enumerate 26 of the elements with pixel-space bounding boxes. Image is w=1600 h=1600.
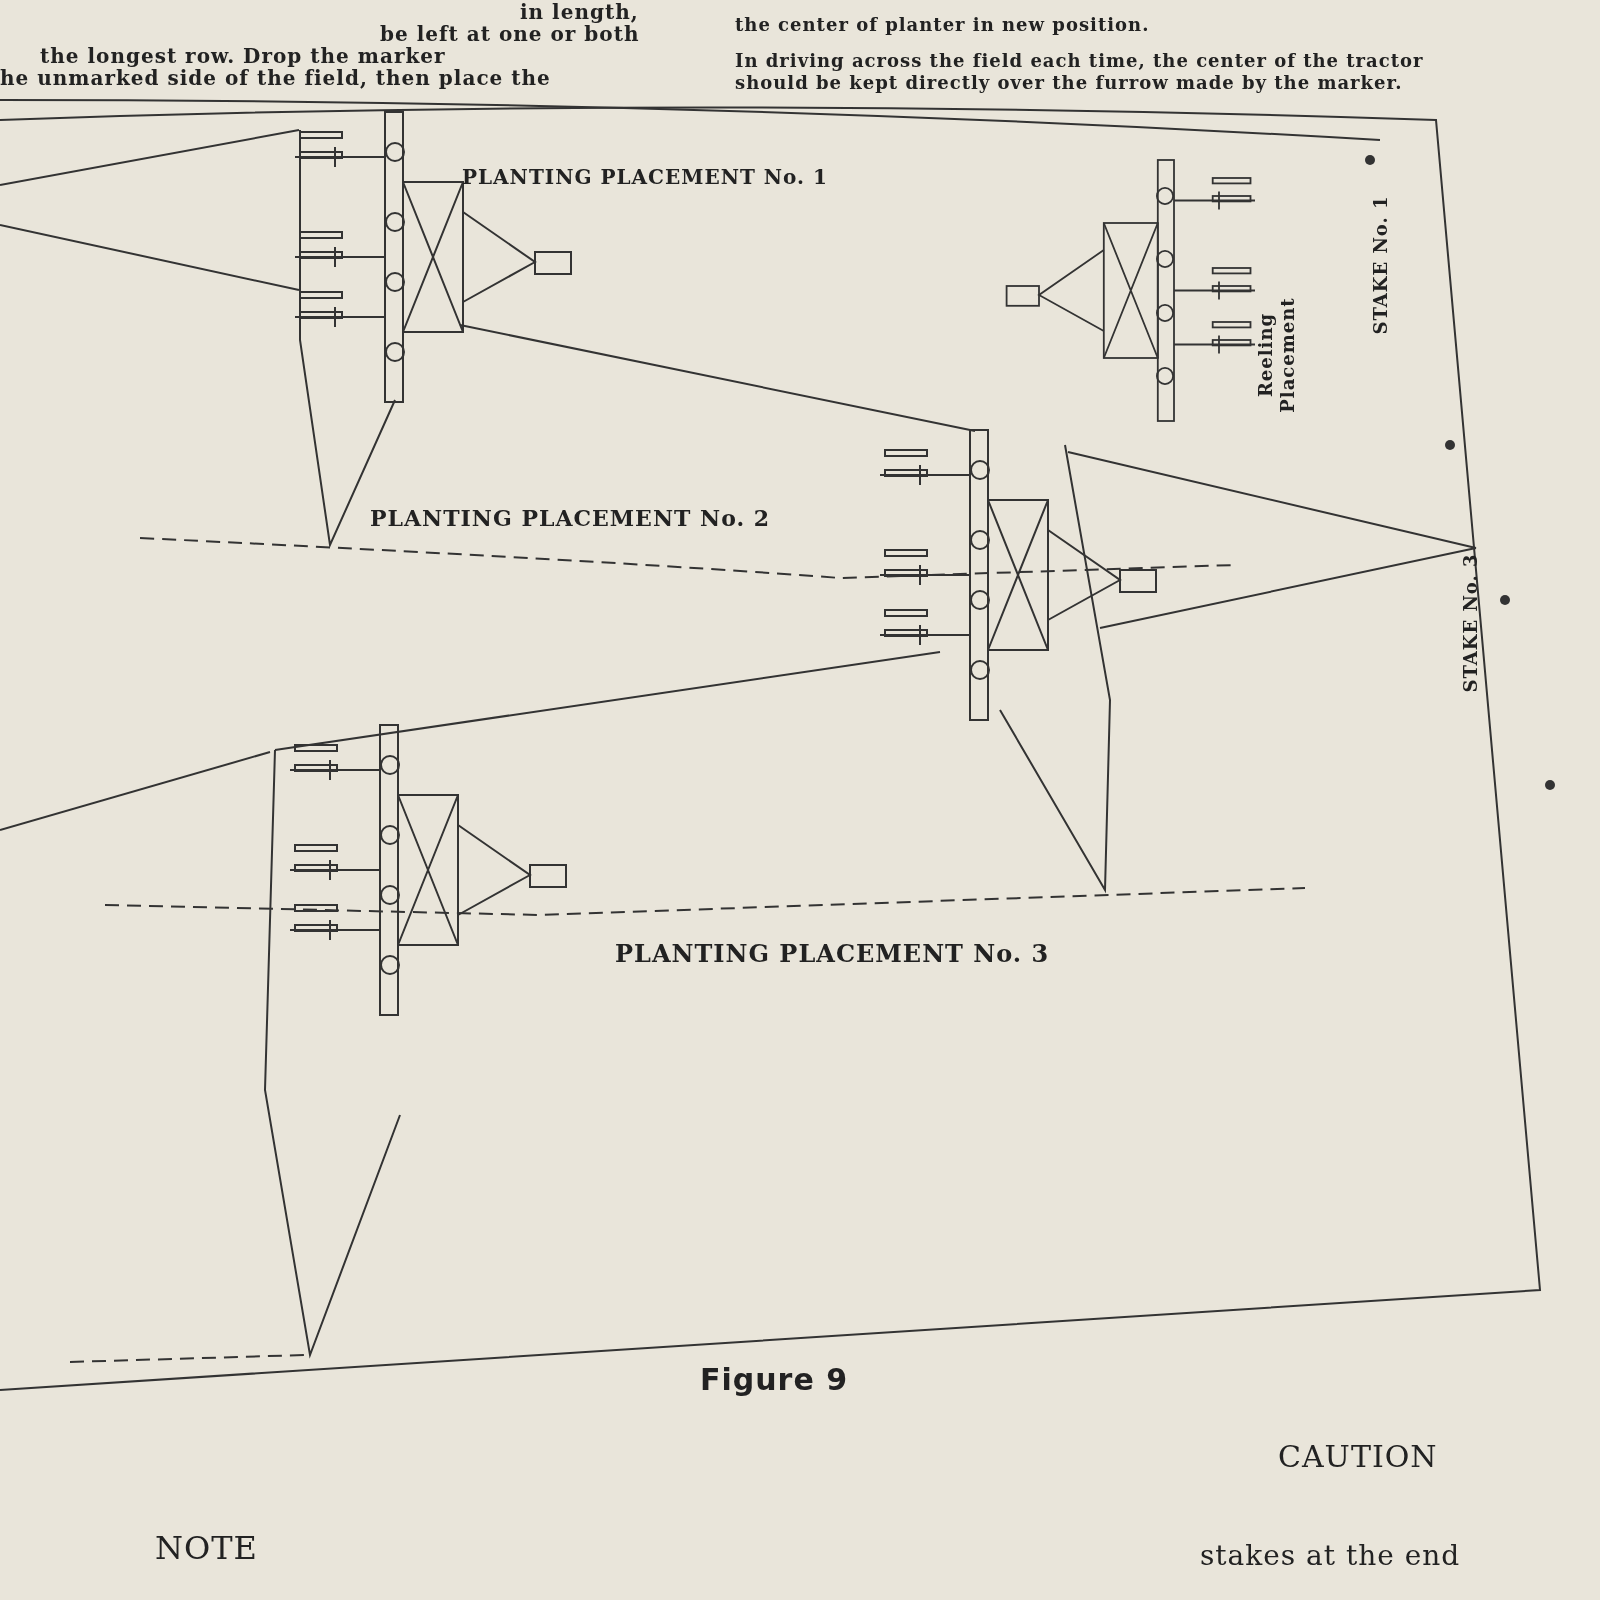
planter-drawing	[264, 724, 567, 1359]
placement-label: PLANTING PLACEMENT No. 1	[462, 165, 829, 189]
heading-text: CAUTION	[1278, 1440, 1439, 1474]
planter-drawing	[879, 429, 1157, 894]
heading-text: NOTE	[155, 1530, 259, 1566]
placement-label: Reeling Placement	[1255, 296, 1299, 415]
wire-line	[1067, 451, 1477, 549]
placement-label: PLANTING PLACEMENT No. 3	[615, 940, 1051, 968]
text-fragment: in length,	[520, 0, 640, 24]
planter-drawing	[1005, 159, 1256, 422]
wire-line	[1099, 547, 1477, 629]
text-fragment: the longest row. Drop the marker	[40, 44, 447, 68]
stake-label: STAKE No. 1	[1370, 194, 1392, 337]
wire-line	[0, 129, 300, 186]
text-fragment: be left at one or both	[380, 22, 641, 46]
wire-line	[459, 324, 976, 432]
wire-line	[0, 751, 271, 831]
paragraph-text: the center of planter in new position.	[735, 14, 1151, 36]
figure-caption: Figure 9	[700, 1362, 850, 1398]
placement-label: PLANTING PLACEMENT No. 2	[370, 505, 772, 531]
wire-line	[274, 651, 941, 751]
paragraph-text: In driving across the field each time, the center of the tractor should be kept directly over the furrow made by the marker.	[735, 50, 1425, 94]
wire-line	[0, 224, 300, 291]
text-fragment: he unmarked side of the field, then place the	[0, 66, 552, 90]
stake-label: STAKE No. 3	[1460, 548, 1482, 698]
text-fragment: stakes at the end	[1200, 1540, 1462, 1572]
